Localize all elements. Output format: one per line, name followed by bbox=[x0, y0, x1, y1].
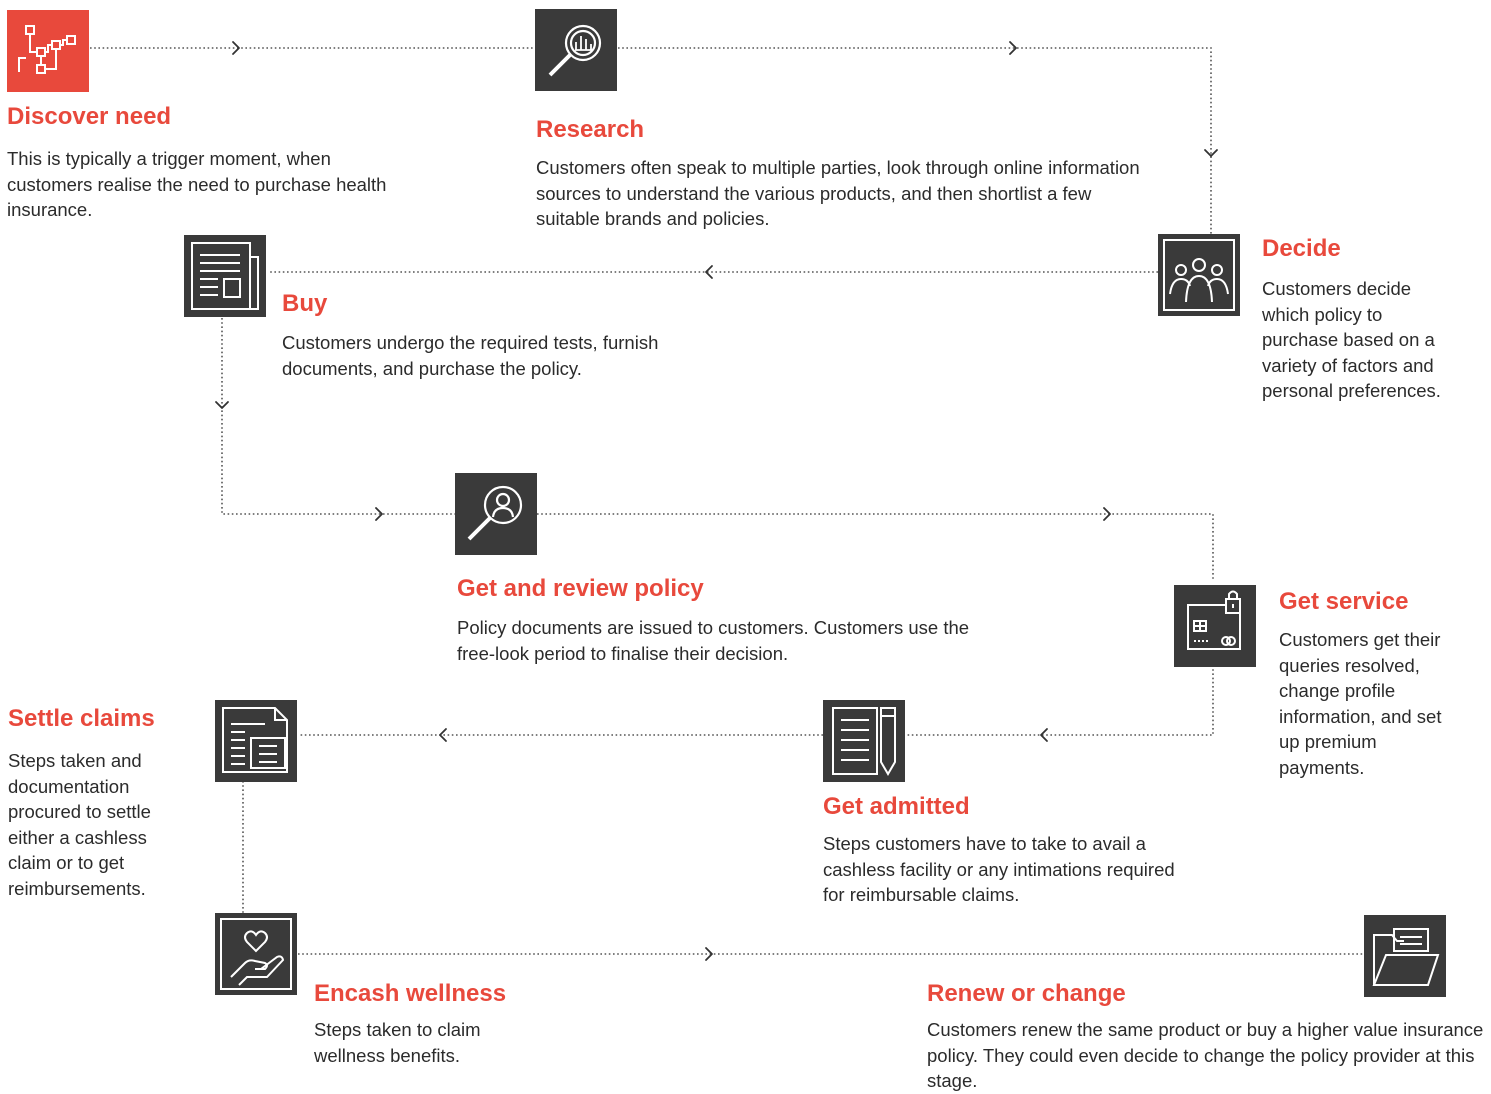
stage-title-get-service: Get service bbox=[1279, 588, 1409, 615]
card-lock-icon bbox=[1174, 585, 1256, 667]
stage-title-encash-wellness: Encash wellness bbox=[314, 980, 507, 1007]
arrowhead-right bbox=[232, 41, 240, 55]
arrowhead-right bbox=[375, 507, 383, 521]
arrowhead-left bbox=[705, 265, 713, 279]
magnifier-person-icon bbox=[455, 473, 537, 555]
stage-description-renew-or-change: Customers renew the same product or buy … bbox=[927, 1019, 1484, 1092]
notepad-pen-icon bbox=[823, 700, 905, 782]
stage-description-get-service: Customers get their queries resolved, ch… bbox=[1279, 629, 1442, 778]
documents-icon bbox=[215, 700, 297, 782]
stage-title-decide: Decide bbox=[1262, 235, 1341, 262]
connector-service-to-admitted bbox=[905, 665, 1214, 736]
arrowhead-down bbox=[215, 401, 229, 409]
arrowhead-down bbox=[1204, 149, 1218, 157]
stage-title-get-review-policy: Get and review policy bbox=[457, 575, 704, 602]
arrowhead-left bbox=[439, 728, 447, 742]
stage-description-decide: Customers decide which policy to purchas… bbox=[1262, 278, 1441, 402]
stage-title-research: Research bbox=[536, 116, 645, 143]
stage-description-research: Customers often speak to multiple partie… bbox=[536, 157, 1140, 230]
heart-hand-icon bbox=[215, 913, 297, 995]
arrowhead-right bbox=[1103, 507, 1111, 521]
magnifier-chart-icon bbox=[535, 9, 617, 91]
stage-title-discover-need: Discover need bbox=[7, 103, 172, 130]
stage-description-buy: Customers undergo the required tests, fu… bbox=[282, 332, 659, 379]
stage-title-settle-claims: Settle claims bbox=[8, 705, 155, 732]
stage-description-encash-wellness: Steps taken to claim wellness benefits. bbox=[314, 1019, 481, 1066]
stage-description-get-admitted: Steps customers have to take to avail a … bbox=[823, 833, 1175, 906]
stage-title-get-admitted: Get admitted bbox=[823, 793, 970, 820]
flowchart-icon bbox=[7, 10, 89, 92]
stage-title-renew-or-change: Renew or change bbox=[927, 980, 1126, 1007]
newspaper-icon bbox=[184, 235, 266, 317]
connector-research-to-decide bbox=[618, 47, 1212, 234]
stage-description-get-review-policy: Policy documents are issued to customers… bbox=[457, 617, 970, 664]
arrowhead-left bbox=[1040, 728, 1048, 742]
connector-review-to-service bbox=[537, 513, 1214, 580]
stage-description-settle-claims: Steps taken and documentation procured t… bbox=[8, 750, 151, 899]
stage-title-buy: Buy bbox=[282, 290, 328, 317]
folder-icon bbox=[1364, 915, 1446, 997]
arrowhead-right bbox=[705, 947, 713, 961]
stage-description-discover-need: This is typically a trigger moment, when… bbox=[7, 148, 387, 221]
people-group-icon bbox=[1158, 234, 1240, 316]
arrowhead-right bbox=[1009, 41, 1017, 55]
